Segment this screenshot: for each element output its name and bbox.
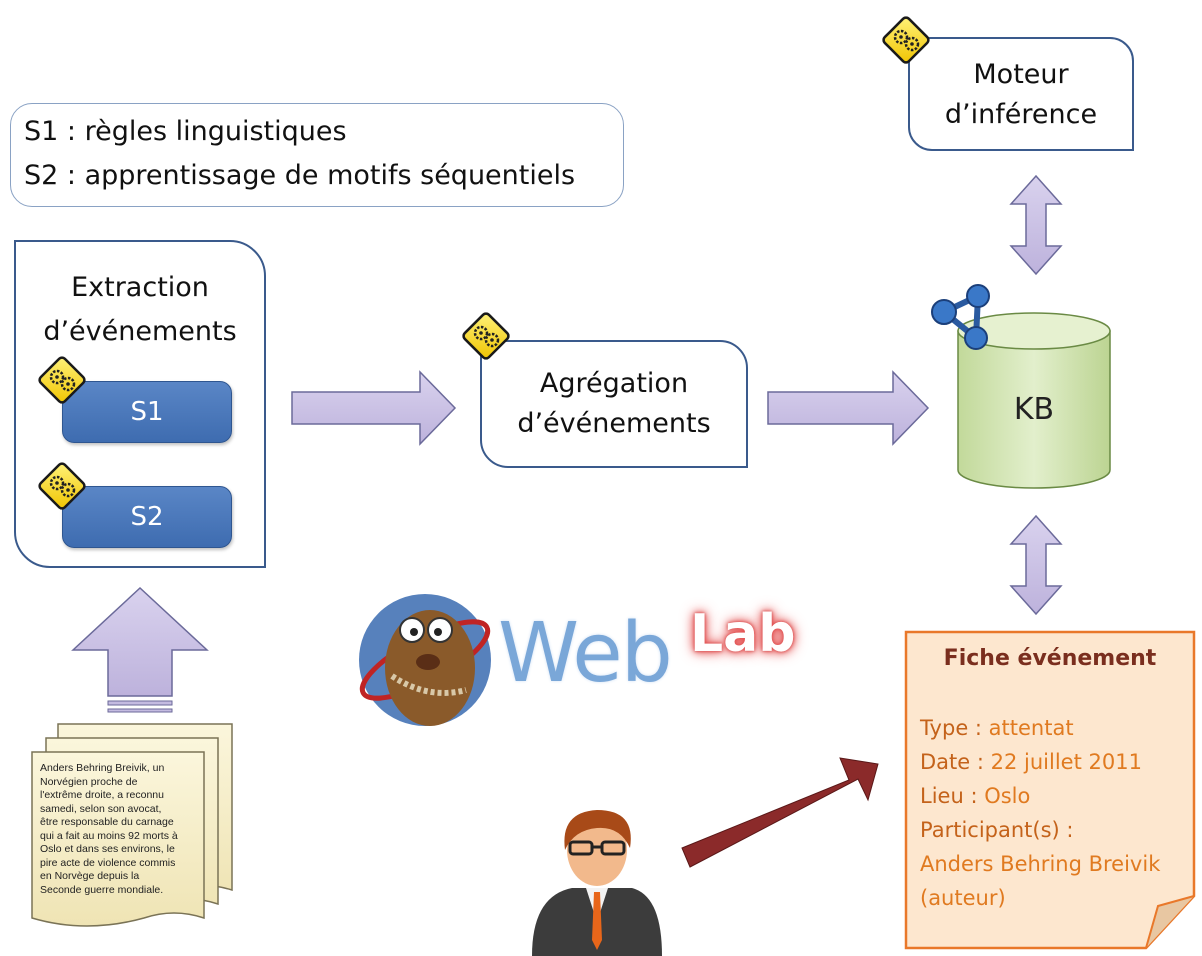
validation-arrow xyxy=(681,757,879,868)
weblab-logo-web: Web xyxy=(498,606,673,701)
fiche-participant-name: Anders Behring Breivik xyxy=(920,852,1160,876)
fiche-lieu-value: Oslo xyxy=(984,784,1031,808)
inference-title-line1: Moteur xyxy=(973,59,1069,90)
fiche-lieu-label: Lieu : xyxy=(920,784,985,808)
s2-module: S2 xyxy=(62,486,232,548)
arrow-document-to-extraction xyxy=(71,586,209,713)
inference-engine-box: Moteur d’inférence xyxy=(908,37,1134,151)
legend-s2: S2 : apprentissage de motifs séquentiels xyxy=(24,160,576,191)
fiche-date-label: Date : xyxy=(920,750,991,774)
user-avatar-icon xyxy=(532,810,662,956)
arrow-kb-fiche xyxy=(1009,514,1063,616)
extraction-title-line1: Extraction xyxy=(71,272,209,303)
arrow-extraction-to-aggregation xyxy=(291,370,457,446)
fiche-date: Date : 22 juillet 2011 xyxy=(920,750,1142,774)
aggregation-title-line2: d’événements xyxy=(517,408,711,439)
fiche-lieu: Lieu : Oslo xyxy=(920,784,1030,808)
weblab-logo-lab: Lab xyxy=(690,604,796,664)
fiche-participant-value: Anders Behring Breivik xyxy=(920,852,1161,876)
document-text: Anders Behring Breivik, un Norvégien pro… xyxy=(40,762,178,896)
arrow-aggregation-to-kb xyxy=(767,370,930,446)
fiche-type: Type : attentat xyxy=(920,716,1074,740)
fiche-card xyxy=(904,630,1196,950)
legend-s1: S1 : règles linguistiques xyxy=(24,116,347,147)
inference-title-line2: d’inférence xyxy=(944,99,1098,130)
network-icon xyxy=(931,284,990,350)
fiche-evenement: Fiche événement Type : attentat Date : 2… xyxy=(906,632,1194,950)
kb-cylinder xyxy=(957,312,1111,489)
aggregation-title-line1: Agrégation xyxy=(539,368,689,399)
fiche-date-value: 22 juillet 2011 xyxy=(990,750,1142,774)
fiche-type-value: attentat xyxy=(988,716,1074,740)
aggregation-box: Agrégation d’événements xyxy=(480,340,748,468)
s1-module: S1 xyxy=(62,381,232,443)
document-stack xyxy=(31,723,233,927)
weblab-mascot-logo xyxy=(359,594,491,726)
fiche-title: Fiche événement xyxy=(943,646,1157,671)
fiche-participant-role-value: (auteur) xyxy=(920,886,1006,910)
strategy-legend xyxy=(10,103,624,207)
extraction-title-line2: d’événements xyxy=(43,316,237,347)
fiche-type-label: Type : xyxy=(920,716,989,740)
fiche-participants-label: Participant(s) : xyxy=(920,818,1074,842)
fiche-participant-role: (auteur) xyxy=(920,886,1006,910)
arrow-inference-kb xyxy=(1009,174,1063,276)
kb-label: KB xyxy=(1013,392,1055,427)
